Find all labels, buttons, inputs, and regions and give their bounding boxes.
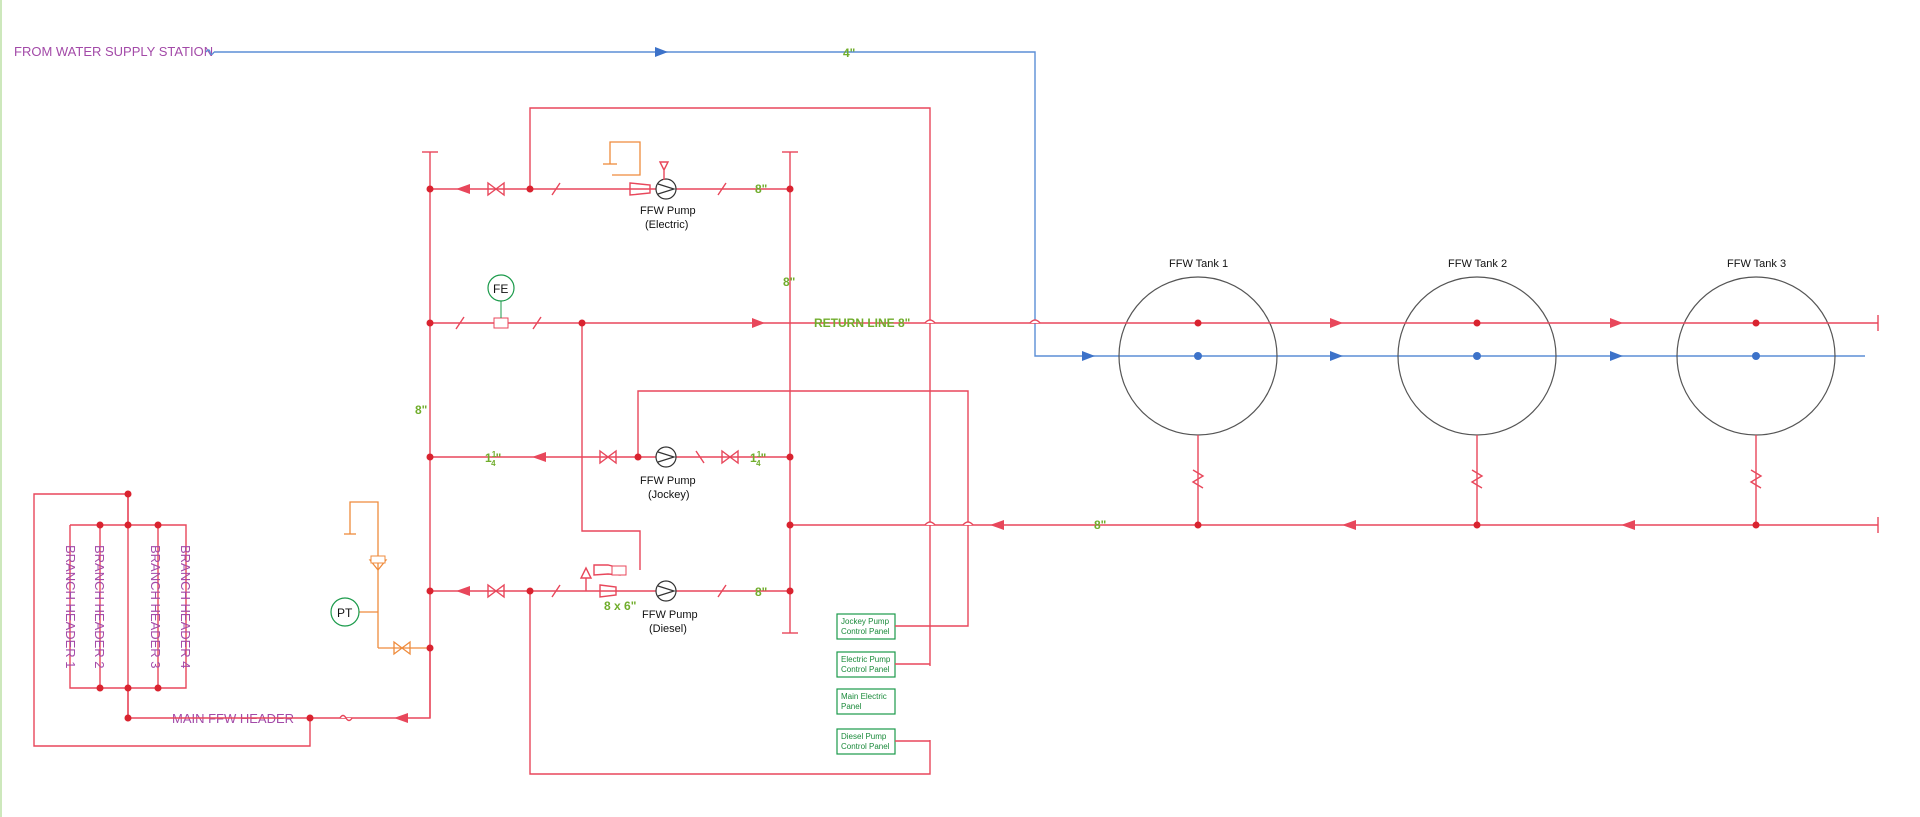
diesel-out-size: 8": [755, 585, 767, 599]
pt-instrument-label: PT: [337, 606, 353, 620]
jockey-pump-type: (Jockey): [648, 489, 690, 501]
reducer-size: 8 x 6": [604, 599, 636, 613]
branch-header-4: BRANCH HEADER 4: [178, 545, 193, 669]
fe-instrument-label: FE: [493, 282, 508, 296]
tank-3-label: FFW Tank 3: [1727, 258, 1786, 270]
branch-headers: BRANCH HEADER 1 BRANCH HEADER 2 BRANCH H…: [63, 545, 193, 669]
diesel-pump-name: FFW Pump: [642, 609, 698, 621]
supply-size-label: 4": [843, 46, 855, 60]
supply-line: FROM WATER SUPPLY STATION 4": [14, 44, 1865, 361]
svg-text:Diesel Pump: Diesel Pump: [841, 732, 887, 741]
branch-header-2: BRANCH HEADER 2: [92, 545, 107, 669]
svg-text:Control Panel: Control Panel: [841, 665, 890, 674]
svg-text:Main Electric: Main Electric: [841, 692, 887, 701]
electric-control-panel: Electric Pump Control Panel: [836, 651, 896, 678]
electric-pump-type: (Electric): [645, 219, 688, 231]
electric-pump-name: FFW Pump: [640, 205, 696, 217]
branch-header-3: BRANCH HEADER 3: [148, 545, 163, 669]
svg-text:Jockey Pump: Jockey Pump: [841, 617, 890, 626]
tank-1-label: FFW Tank 1: [1169, 258, 1228, 270]
tank-1: FFW Tank 1: [1118, 258, 1278, 436]
fire-water-piping: 8" FFW Pump (Electric) 8" RETURN LINE 8"…: [33, 107, 1879, 775]
diesel-control-panel: Diesel Pump Control Panel: [836, 728, 896, 755]
junction-dots: [96, 185, 1760, 722]
branch-header-1: BRANCH HEADER 1: [63, 545, 78, 669]
manifold-size: 8": [415, 403, 427, 417]
riser-size: 8": [783, 275, 795, 289]
tank-suction-size: 8": [1094, 518, 1106, 532]
tank-2-label: FFW Tank 2: [1448, 258, 1507, 270]
svg-text:Electric Pump: Electric Pump: [841, 655, 891, 664]
electric-discharge-size: 8": [755, 182, 767, 196]
diesel-pump-type: (Diesel): [649, 623, 687, 635]
tank-2: FFW Tank 2: [1397, 258, 1557, 436]
jockey-pump-name: FFW Pump: [640, 475, 696, 487]
svg-text:Control Panel: Control Panel: [841, 627, 890, 636]
supply-label: FROM WATER SUPPLY STATION: [14, 44, 213, 59]
tank-3: FFW Tank 3: [1676, 258, 1836, 436]
main-electric-panel: Main Electric Panel: [836, 688, 896, 715]
jockey-control-panel: Jockey Pump Control Panel: [836, 613, 896, 640]
return-line-label: RETURN LINE 8": [814, 316, 910, 330]
svg-text:Control Panel: Control Panel: [841, 742, 890, 751]
svg-text:Panel: Panel: [841, 702, 862, 711]
